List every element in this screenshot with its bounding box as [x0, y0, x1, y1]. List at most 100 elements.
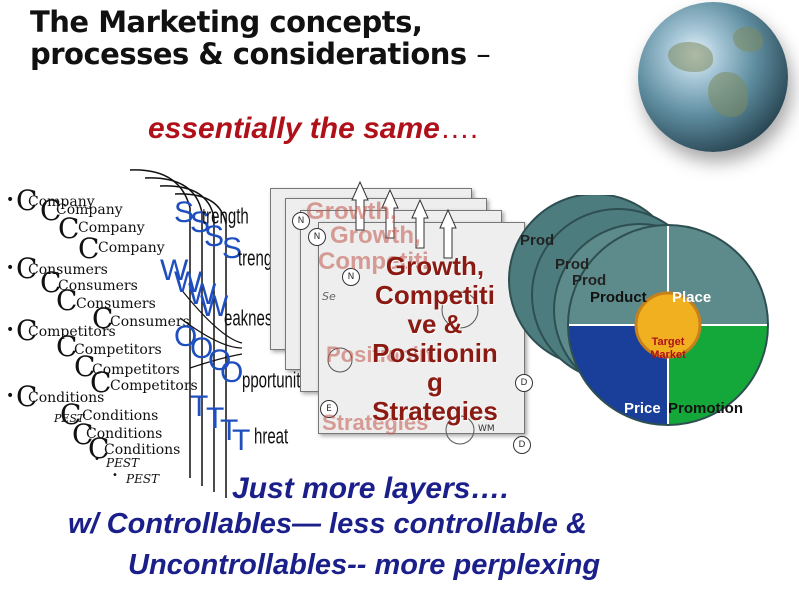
conditions-label: Conditions [82, 408, 159, 424]
swot-letter-t: T [232, 424, 251, 457]
diagram-node-label: WM [478, 424, 495, 434]
diagram-node: N [308, 228, 326, 246]
big-c-letter: C [40, 194, 62, 227]
swot-letter-s: S [174, 196, 195, 229]
big-c-letter: C [40, 266, 62, 299]
swot-letter-w: W [174, 266, 203, 299]
bullet: • [112, 470, 118, 481]
conditions-label: Conditions [104, 442, 181, 458]
title-line-1: The Marketing concepts, [30, 5, 423, 39]
company-label: Company [78, 220, 145, 236]
marketing-mix-wheel-front [567, 224, 769, 426]
conditions-label: Conditions [86, 426, 163, 442]
mix-ghost-label: Prod [555, 256, 590, 273]
strategy-line: Strategies [372, 396, 498, 426]
target-market-line: Market [650, 349, 686, 361]
mix-promotion-label: Promotion [668, 400, 743, 417]
subtitle: essentially the same…. [148, 112, 478, 146]
conditions-label: Conditions [28, 390, 105, 406]
swot-letter-w: W [188, 278, 217, 311]
target-market-label: Target Market [642, 336, 694, 362]
competitors-label: Competitors [28, 324, 116, 340]
mix-ghost-label: Prod [572, 272, 607, 289]
swot-letter-t: T [220, 414, 239, 447]
subtitle-text: essentially the same [148, 112, 440, 145]
strategy-line: Positionin [372, 338, 498, 368]
big-c-letter: C [60, 398, 82, 431]
pest-label: PEST [106, 456, 140, 470]
ghost-strategies: Strategies [322, 410, 429, 435]
bullet: • [6, 260, 15, 276]
big-c-letter: C [56, 284, 78, 317]
competitors-label: Competitors [74, 342, 162, 358]
slide-title: The Marketing concepts, processes & cons… [30, 5, 491, 71]
company-label: Company [28, 194, 95, 210]
ghost-growth: Growth, [330, 222, 421, 249]
big-c-letter: C [16, 314, 38, 347]
swot-letter-s: S [222, 232, 243, 265]
target-market-line: Target [651, 336, 685, 348]
big-c-letter: C [90, 366, 112, 399]
competitors-label: Competitors [92, 362, 180, 378]
bullet: • [6, 192, 15, 208]
mix-place-label: Place [672, 289, 712, 306]
diagram-node: N [342, 268, 360, 286]
big-c-letter: C [92, 302, 114, 335]
strategy-line: g [427, 367, 443, 397]
mix-ghost-label: Prod [520, 232, 555, 249]
marketing-mix-wheels [508, 195, 769, 426]
connector-lines [129, 169, 243, 498]
swot-letter-o: O [190, 332, 214, 365]
swot-letter-w: W [160, 254, 189, 287]
swot-letter-o: O [220, 356, 244, 389]
diagram-node: N [292, 212, 310, 230]
strategy-line: Growth, [385, 251, 485, 281]
ghost-competiti: Competiti [318, 248, 429, 275]
mix-product-label: Product [590, 289, 647, 306]
left-factor-list: • C Company C Company C Company C Compan… [0, 180, 240, 500]
consumers-label: Consumers [28, 262, 108, 278]
footer-line-3: Uncontrollables-- more perplexing [128, 549, 601, 581]
big-c-letter: C [56, 330, 78, 363]
big-c-letter: C [16, 184, 38, 217]
title-line-2: processes & considerations – [30, 37, 491, 71]
title-dash: – [476, 37, 491, 71]
big-c-letter: C [74, 350, 96, 383]
competitors-label: Competitors [110, 378, 198, 394]
pest-label: PEST [126, 472, 160, 486]
consumers-label: Consumers [110, 314, 190, 330]
company-label: Company [98, 240, 165, 256]
diagram-node: D [515, 374, 533, 392]
company-label: Company [56, 202, 123, 218]
diagram-node-label: Se [322, 290, 336, 303]
swot-letter-o: O [174, 320, 198, 353]
swot-letter-t: T [206, 402, 225, 435]
footer-line-2: w/ Controllables— less controllable & [68, 508, 587, 540]
ghost-positionin: Positionin [326, 342, 433, 367]
strategy-diagram-arrows [327, 180, 479, 445]
title-line-2-text: processes & considerations [30, 37, 467, 71]
strategy-text: Growth, Competiti ve & Positionin g Stra… [350, 252, 520, 426]
swot-word-threat: hreat [254, 424, 289, 450]
swot-letter-t: T [190, 390, 209, 423]
pest-label: PEST [54, 412, 85, 425]
swot-letter-w: W [200, 290, 229, 323]
strategy-line: ve & [407, 309, 463, 339]
big-c-letter: C [78, 232, 100, 265]
swot-word-strength: trength [202, 204, 249, 230]
big-c-letter: C [72, 418, 94, 451]
strategy-card-layer [318, 222, 525, 434]
swot-letter-s: S [204, 220, 225, 253]
swot-word-opportunity: pportunity [242, 368, 308, 394]
mix-price-label: Price [624, 400, 661, 417]
big-c-letter: C [16, 252, 38, 285]
bullet: • [6, 388, 15, 404]
globe-image [638, 2, 788, 152]
swot-letter-o: O [208, 344, 232, 377]
diagram-node: E [320, 400, 338, 418]
swot-letter-s: S [190, 206, 211, 239]
footer-line-1: Just more layers…. [232, 472, 509, 505]
bullet: • [94, 454, 100, 465]
bullet: • [6, 322, 15, 338]
big-c-letter: C [58, 212, 80, 245]
